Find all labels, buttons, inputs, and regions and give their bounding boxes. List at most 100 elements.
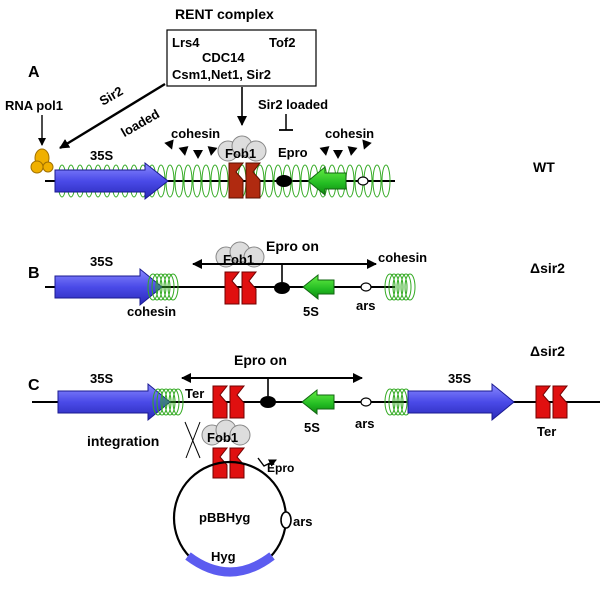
- ter-left-label: Ter: [185, 386, 204, 401]
- epro-promoter-c: [260, 396, 276, 408]
- cohesin-ring: [172, 388, 184, 416]
- plasmid-epro-arrow: [257, 457, 277, 467]
- rent-complex-box: [166, 29, 317, 87]
- fob1-binding-sites-b: [224, 271, 258, 305]
- cohesin-ring: [384, 273, 396, 301]
- genotype-b: Δsir2: [530, 260, 565, 276]
- epro-on-c-label: Epro on: [234, 352, 287, 368]
- cohesin-rings-c-right: [384, 388, 412, 416]
- sir2-loaded-label: Sir2 loaded: [258, 97, 328, 112]
- ter-right-label: Ter: [537, 424, 556, 439]
- ars-site-b: [360, 282, 372, 292]
- cohesin-ring: [160, 388, 172, 416]
- cohesin-arrowheads: [164, 139, 372, 159]
- cohesin-ring: [174, 164, 184, 198]
- cohesin-ring: [159, 273, 171, 301]
- genotype-wt: WT: [533, 159, 555, 175]
- cohesin-ring: [183, 164, 193, 198]
- fob1-binding-sites: [228, 162, 262, 199]
- gene-5s-c-label: 5S: [304, 420, 320, 435]
- plasmid-ars-site: [280, 511, 292, 529]
- cohesin-top-label: cohesin: [378, 250, 427, 265]
- cohesin-rings-b-left: [147, 273, 179, 301]
- panel-c: C Δsir2 35S 35S Ter Epro on Ter 5S: [28, 343, 600, 577]
- gene-5s-c: [301, 388, 335, 416]
- gene-35s: [54, 161, 169, 201]
- plasmid-ars-label: ars: [293, 514, 313, 529]
- cohesin-ring: [192, 164, 202, 198]
- panel-a-letter: A: [28, 64, 40, 81]
- cohesin-ring: [167, 273, 179, 301]
- cohesin-arrowhead: [362, 139, 372, 150]
- plasmid-name-label: pBBHyg: [199, 510, 250, 525]
- cohesin-ring: [264, 164, 274, 198]
- genotype-c: Δsir2: [530, 343, 565, 359]
- gene-5s: [307, 165, 347, 197]
- ter-site-right: [535, 385, 569, 419]
- fob1-binding-sites-c: [212, 385, 246, 419]
- cohesin-ring: [381, 164, 391, 198]
- cohesin-ring: [404, 273, 416, 301]
- ars-site-c: [360, 397, 372, 407]
- panel-b-letter: B: [28, 265, 40, 282]
- integration-label: integration: [87, 433, 159, 449]
- gene-35s-c-left: [57, 382, 171, 422]
- fob1-protein-c: [201, 419, 251, 446]
- ars-site: [357, 176, 369, 186]
- cohesin-ring: [396, 388, 408, 416]
- rent-csm1-net1-sir2: Csm1,Net1, Sir2: [172, 67, 271, 82]
- rna-pol1-icon: [30, 148, 54, 174]
- crossover-line-2: [185, 421, 201, 459]
- cohesin-ring: [396, 273, 408, 301]
- cohesin-ring: [163, 273, 175, 301]
- cohesin-ring: [392, 388, 404, 416]
- cohesin-bottom-label: cohesin: [127, 304, 176, 319]
- cohesin-rings-c-left: [152, 388, 184, 416]
- gene-5s-b: [302, 273, 335, 301]
- cohesin-ring: [151, 273, 163, 301]
- cohesin-left-label: cohesin: [171, 126, 220, 141]
- fob1-label: Fob1: [225, 146, 256, 161]
- cohesin-ring: [388, 388, 400, 416]
- cohesin-arrowhead: [347, 146, 358, 156]
- hyg-gene-arc: [185, 552, 275, 577]
- gene-35s-b: [54, 267, 163, 307]
- loaded-arrow-label: loaded: [118, 106, 162, 140]
- panel-b: B 35S cohesin cohesin Fob1 Epro on 5S a: [28, 238, 565, 319]
- gene-35s-b-label: 35S: [90, 254, 113, 269]
- cohesin-rings-b-right: [384, 273, 416, 301]
- cohesin-ring: [164, 388, 176, 416]
- fob1-protein: [217, 135, 267, 162]
- gene-35s-label: 35S: [90, 148, 113, 163]
- cohesin-ring: [156, 388, 168, 416]
- cohesin-ring: [152, 388, 164, 416]
- cohesin-ring: [168, 388, 180, 416]
- cohesin-ring: [384, 388, 396, 416]
- epro-promoter-b: [274, 282, 290, 294]
- cohesin-ring: [210, 164, 220, 198]
- hyg-label: Hyg: [211, 549, 236, 564]
- cohesin-ring: [392, 273, 404, 301]
- cohesin-arrowhead: [193, 150, 203, 159]
- epro-label: Epro: [278, 145, 308, 160]
- cohesin-ring: [400, 273, 412, 301]
- ars-b-label: ars: [356, 298, 376, 313]
- fob1-c-label: Fob1: [207, 430, 238, 445]
- cohesin-arrowhead: [319, 146, 330, 156]
- rna-pol1-label: RNA pol1: [5, 98, 63, 113]
- cohesin-arrowhead: [207, 146, 218, 156]
- sir2-loading-arrow: [59, 82, 166, 150]
- gene-35s-c-right: [407, 382, 515, 422]
- cohesin-ring: [219, 164, 229, 198]
- ars-c-label: ars: [355, 416, 375, 431]
- rent-lrs4: Lrs4: [172, 35, 200, 50]
- fob1-protein-b: [215, 241, 265, 268]
- rent-cdc14: CDC14: [202, 50, 245, 65]
- cohesin-ring: [201, 164, 211, 198]
- gene-5s-b-label: 5S: [303, 304, 319, 319]
- epro-on-b-label: Epro on: [266, 238, 319, 254]
- cohesin-ring: [372, 164, 382, 198]
- gene-35s-c-left-label: 35S: [90, 371, 113, 386]
- cohesin-ring: [147, 273, 159, 301]
- cohesin-arrowhead: [164, 139, 174, 150]
